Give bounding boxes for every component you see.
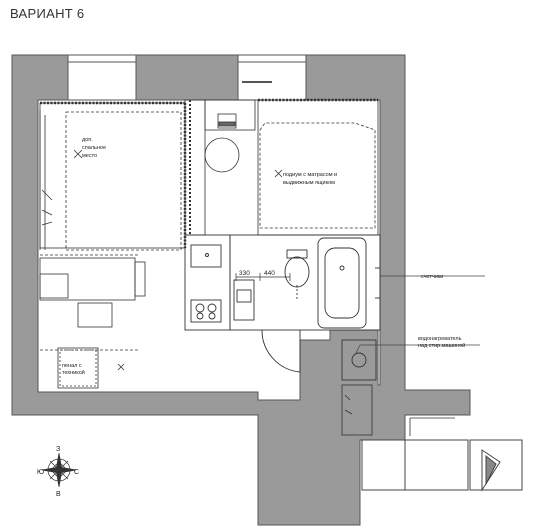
podium-bed: [257, 98, 379, 236]
compass-west: Ю: [37, 469, 44, 476]
storage-cabinet: [57, 347, 125, 389]
compass-east: С: [74, 469, 79, 476]
plan-title: ВАРИАНТ 6: [10, 6, 85, 21]
kitchen: [184, 234, 231, 331]
storage-label-1: пенал с: [62, 363, 82, 369]
dining-table: [39, 254, 146, 351]
meters-label: счетчики: [421, 274, 443, 280]
storage-label-2: техникой: [62, 369, 85, 376]
labels: доп. спальное место подиум с матрасом и …: [62, 137, 465, 376]
water-heater-label-2: над стир.машиной: [418, 342, 465, 349]
compass-south: В: [56, 491, 61, 498]
extra-bed-label-1: доп.: [82, 137, 93, 143]
entry-closet: [341, 384, 455, 436]
compass-north: З: [56, 446, 60, 453]
extra-bed-label-2: спальное: [82, 145, 106, 151]
bathroom: [229, 234, 381, 373]
work-desk: [204, 99, 256, 173]
partition: [184, 99, 206, 236]
closet: [39, 110, 53, 250]
extra-bed: [39, 101, 187, 251]
compass: З С В Ю: [37, 446, 79, 498]
laundry: [341, 267, 380, 381]
podium-label-1: подиум с матрасом и: [283, 172, 337, 178]
dimension-330: 330: [239, 270, 250, 277]
dimension-440: 440: [264, 270, 275, 277]
podium-label-2: выдвижным ящиком: [283, 180, 335, 186]
dimensions: [235, 273, 291, 281]
leader-lines: [354, 275, 485, 356]
extra-bed-label-3: место: [82, 153, 97, 159]
balcony: [361, 439, 523, 492]
windows: [67, 54, 307, 101]
water-heater-label-1: водонагреватель: [418, 336, 462, 342]
